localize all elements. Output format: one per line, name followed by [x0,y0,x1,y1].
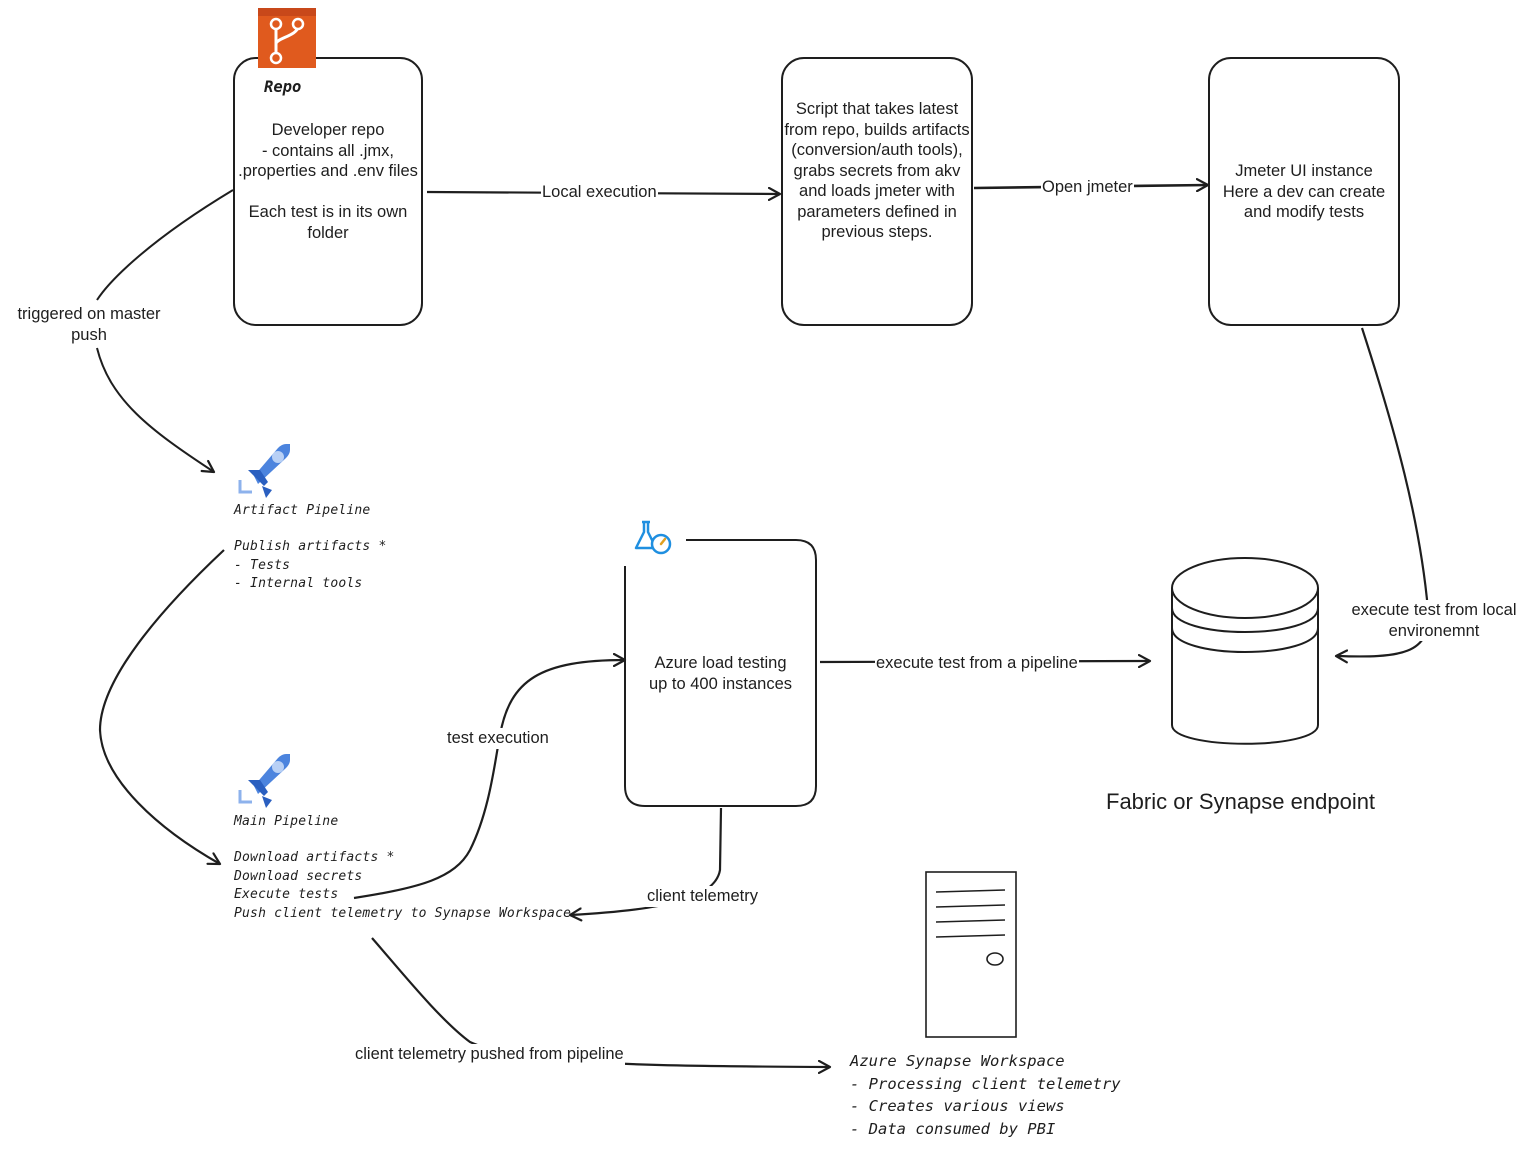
database-cylinder-icon [1171,557,1319,745]
script-description: Script that takes latest from repo, buil… [784,100,970,241]
edge-label-open-jmeter: Open jmeter [1041,177,1134,198]
edge-label-execute-pipeline: execute test from a pipeline [875,653,1079,674]
jmeter-ui-description: Jmeter UI instance Here a dev can create… [1222,162,1386,221]
repo-description: Developer repo - contains all .jmx, .pro… [238,121,418,242]
edge-label-triggered: triggered on master push [6,304,172,345]
azure-pipelines-icon [238,754,290,808]
edge-execute-local [1336,327,1430,656]
edge-label-test-execution: test execution [446,728,550,749]
edge-artifacts-to-main [98,549,225,864]
server-tower-icon [925,871,1017,1038]
load-testing-box [624,539,817,807]
artifact-pipeline-title: Artifact Pipeline [234,503,371,518]
artifact-pipeline-steps: Publish artifacts * - Tests - Internal t… [234,539,387,591]
script-box [781,57,973,326]
edge-label-execute-local: execute test from local environemnt [1338,600,1530,641]
load-testing-description: Azure load testing up to 400 instances [648,654,793,693]
edge-label-client-telemetry: client telemetry [646,886,759,907]
git-repo-icon [258,8,316,68]
edge-triggered [96,189,234,472]
repo-title: Repo [264,78,302,96]
edge-label-local-execution: Local execution [541,182,658,203]
azure-pipelines-icon [238,444,290,498]
edge-label-telemetry-pushed: client telemetry pushed from pipeline [354,1044,625,1065]
repo-box [233,57,423,326]
main-pipeline-title: Main Pipeline [234,814,339,829]
main-pipeline-steps: Download artifacts * Download secrets Ex… [234,850,572,921]
endpoint-title: Fabric or Synapse endpoint [1106,789,1376,814]
synapse-description: Azure Synapse Workspace - Processing cli… [850,1052,1121,1138]
edge-test-execution [353,660,625,900]
azure-load-testing-icon [634,520,672,555]
